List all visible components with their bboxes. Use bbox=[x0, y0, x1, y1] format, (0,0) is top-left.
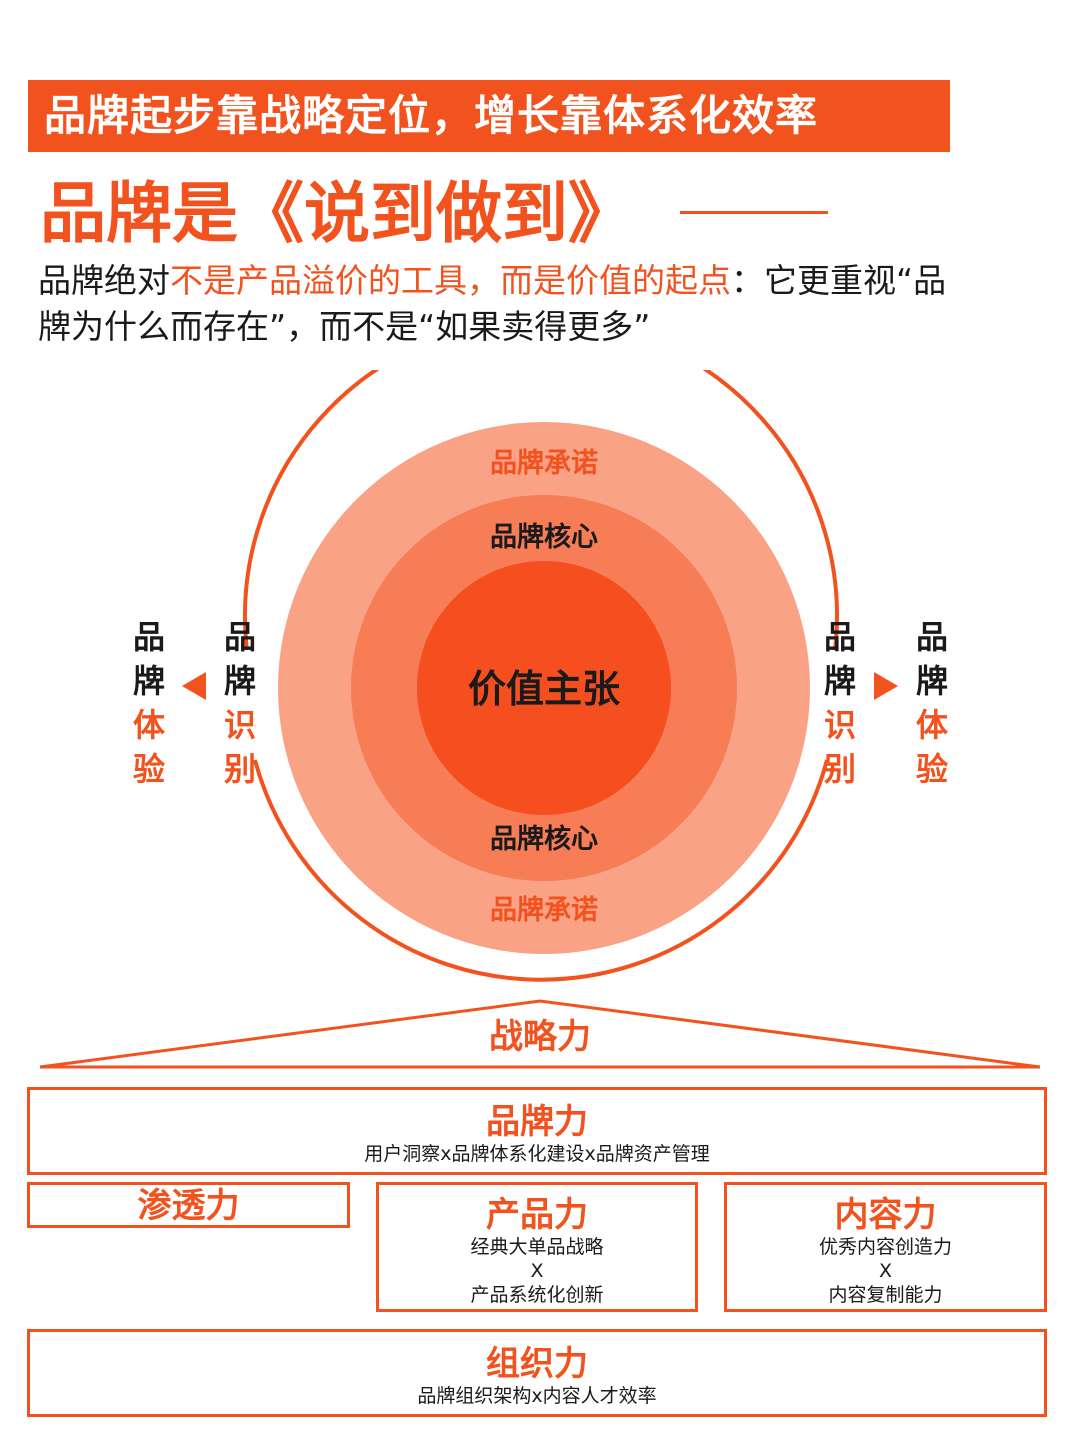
circle-value-proposition bbox=[417, 561, 671, 815]
left-outer-char: 牌 bbox=[133, 662, 165, 700]
intro-paragraph: 品牌绝对不是产品溢价的工具，而是价值的起点：它更重视“品牌为什么而存在”，而不是… bbox=[38, 258, 958, 350]
brand-circle-diagram: 品牌承诺 品牌核心 价值主张 品牌核心 品牌承诺 品 牌 体 验 品 牌 识 别… bbox=[39, 370, 1041, 1069]
headline-rule bbox=[680, 211, 828, 214]
penetration-power-title: 渗透力 bbox=[137, 1186, 240, 1226]
right-inner-char: 品 bbox=[824, 618, 856, 656]
label-middle-bottom: 品牌核心 bbox=[490, 823, 598, 855]
top-banner: 品牌起步靠战略定位，增长靠体系化效率 bbox=[28, 80, 950, 152]
label-outer-top: 品牌承诺 bbox=[490, 448, 598, 479]
right-outer-char: 验 bbox=[916, 750, 948, 788]
content-power-box: 内容力 优秀内容创造力 X 内容复制能力 bbox=[724, 1182, 1047, 1312]
left-inner-char: 品 bbox=[224, 618, 256, 656]
label-outer-bottom: 品牌承诺 bbox=[490, 895, 598, 926]
brand-power-title: 品牌力 bbox=[486, 1102, 588, 1142]
label-center: 价值主张 bbox=[468, 666, 620, 711]
organization-power-box: 组织力 品牌组织架构x内容人才效率 bbox=[27, 1329, 1047, 1417]
arrow-left-icon bbox=[182, 672, 206, 700]
product-power-desc: 经典大单品战略 X 产品系统化创新 bbox=[470, 1236, 604, 1306]
content-power-desc: 优秀内容创造力 X 内容复制能力 bbox=[818, 1236, 952, 1306]
penetration-power-box: 渗透力 bbox=[27, 1182, 350, 1228]
left-inner-char: 别 bbox=[224, 750, 256, 788]
right-inner-char: 别 bbox=[824, 750, 856, 788]
left-inner-char: 牌 bbox=[224, 662, 256, 700]
banner-title: 品牌起步靠战略定位，增长靠体系化效率 bbox=[44, 91, 819, 140]
right-inner-char: 识 bbox=[824, 706, 856, 744]
brand-power-desc: 用户洞察x品牌体系化建设x品牌资产管理 bbox=[364, 1143, 710, 1165]
right-outer-char: 体 bbox=[916, 706, 948, 744]
side-labels: 品 牌 体 验 品 牌 识 别 品 牌 识 别 品 牌 体 验 bbox=[133, 618, 948, 788]
left-inner-char: 识 bbox=[224, 706, 256, 744]
organization-power-desc: 品牌组织架构x内容人才效率 bbox=[417, 1385, 657, 1407]
intro-part2: ：它更重视“品牌为什么而存在”，而不是“如果卖得更多” bbox=[38, 261, 947, 346]
label-middle-top: 品牌核心 bbox=[490, 521, 598, 553]
roof-outline bbox=[39, 999, 1041, 1069]
brand-power-box: 品牌力 用户洞察x品牌体系化建设x品牌资产管理 bbox=[27, 1087, 1047, 1175]
outer-arc-top bbox=[243, 370, 839, 651]
left-outer-char: 验 bbox=[133, 750, 165, 788]
left-outer-char: 体 bbox=[133, 706, 165, 744]
right-outer-char: 牌 bbox=[916, 662, 948, 700]
product-power-title: 产品力 bbox=[486, 1195, 588, 1235]
right-outer-char: 品 bbox=[916, 618, 948, 656]
roof-title: 战略力 bbox=[489, 1017, 591, 1057]
product-power-box: 产品力 经典大单品战略 X 产品系统化创新 bbox=[376, 1182, 698, 1312]
content-power-title: 内容力 bbox=[834, 1195, 937, 1235]
organization-power-title: 组织力 bbox=[486, 1344, 588, 1384]
intro-part1: 品牌绝对 bbox=[38, 261, 170, 300]
arrow-right-icon bbox=[874, 672, 898, 700]
outer-arc-bottom bbox=[253, 759, 829, 982]
intro-highlight: 不是产品溢价的工具，而是价值的起点 bbox=[170, 261, 731, 300]
headline: 品牌是《说到做到》 bbox=[40, 174, 634, 252]
right-inner-char: 牌 bbox=[824, 662, 856, 700]
left-outer-char: 品 bbox=[133, 618, 165, 656]
